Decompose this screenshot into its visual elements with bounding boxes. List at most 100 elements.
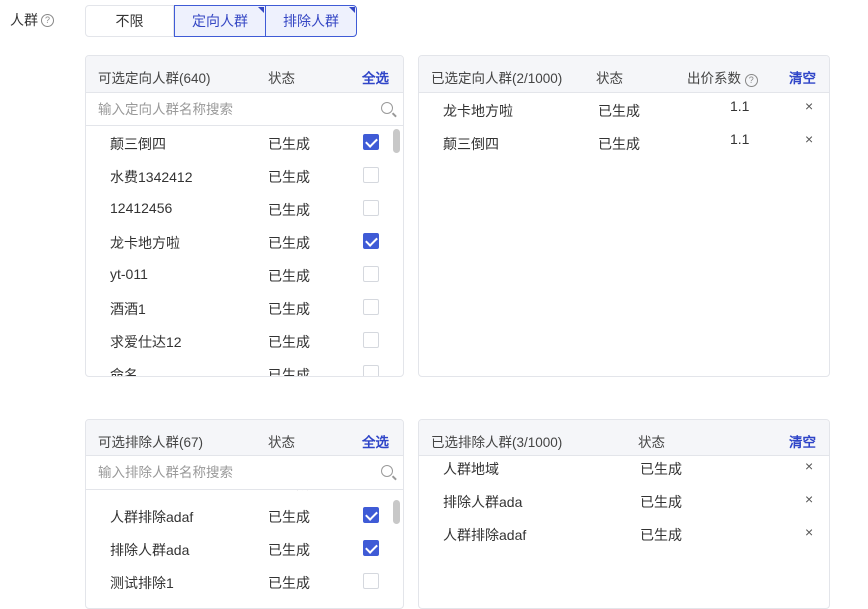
item-name: 水费1342412 bbox=[110, 169, 193, 185]
selected-item: 颠三倒四 已生成 1.1 × bbox=[419, 126, 829, 159]
checkbox[interactable] bbox=[363, 233, 379, 249]
remove-icon[interactable]: × bbox=[805, 458, 814, 474]
remove-icon[interactable]: × bbox=[805, 98, 814, 114]
search-icon[interactable] bbox=[381, 465, 393, 477]
item-name: 颠三倒四 bbox=[110, 136, 166, 152]
item-name: 龙卡地方啦 bbox=[110, 235, 180, 251]
selected-item: 龙卡地方啦 已生成 1.1 × bbox=[419, 93, 829, 126]
item-name: 人群地域 bbox=[443, 461, 499, 477]
item-status: 已生成 bbox=[598, 103, 640, 119]
remove-icon[interactable]: × bbox=[805, 491, 814, 507]
selected-item: 人群排除adaf 已生成 × bbox=[419, 522, 829, 555]
item-status: 已生成 bbox=[268, 202, 310, 218]
status-header: 状态 bbox=[268, 71, 295, 86]
item-status: 已生成 bbox=[268, 268, 310, 284]
target-search bbox=[86, 93, 403, 126]
item-status: 已生成 bbox=[598, 136, 640, 152]
item-name: 测试排除1 bbox=[110, 575, 174, 591]
list-item[interactable]: 龙卡地方啦 已生成 bbox=[86, 225, 403, 258]
list-item[interactable]: 测试排除1 已生成 bbox=[86, 565, 403, 598]
item-name: 人群排除adaf bbox=[110, 509, 194, 525]
item-name: 12412456 bbox=[110, 200, 173, 216]
item-status: 已生成 bbox=[268, 490, 310, 494]
target-search-input[interactable] bbox=[86, 93, 403, 125]
checkbox[interactable] bbox=[363, 266, 379, 282]
list-item[interactable]: 颠三倒四已生成 bbox=[86, 126, 403, 159]
item-status: 已生成 bbox=[268, 235, 310, 251]
list-item[interactable]: ssd已生成 bbox=[86, 490, 403, 499]
list-item[interactable]: 水费1342412 已生成 bbox=[86, 159, 403, 192]
list-item[interactable]: 12412456 已生成 bbox=[86, 192, 403, 225]
item-status: 已生成 bbox=[268, 367, 310, 376]
select-all-link[interactable]: 全选 bbox=[362, 435, 389, 450]
audience-segmented-control: 不限 定向人群 排除人群 bbox=[85, 5, 357, 37]
remove-icon[interactable]: × bbox=[805, 524, 814, 540]
item-status: 已生成 bbox=[268, 575, 310, 591]
panel-title: 已选定向人群(2/1000) bbox=[431, 71, 563, 86]
checkbox[interactable] bbox=[363, 365, 379, 376]
selected-item: 排除人群ada 已生成 × bbox=[419, 489, 829, 522]
select-all-link[interactable]: 全选 bbox=[362, 71, 389, 86]
list-item[interactable]: 求爱仕达12 已生成 bbox=[86, 324, 403, 357]
checkbox[interactable] bbox=[363, 134, 379, 150]
segment-unlimited[interactable]: 不限 bbox=[85, 5, 174, 37]
checkbox[interactable] bbox=[363, 573, 379, 589]
panel-title: 可选排除人群(67) bbox=[98, 435, 204, 450]
panel-title: 可选定向人群(640) bbox=[98, 71, 211, 86]
exclude-available-list: ssd已生成人群排除adaf已生成排除人群ada已生成测试排除1已生成 bbox=[86, 490, 403, 608]
selected-item: 人群地域 已生成 × bbox=[419, 456, 829, 489]
clear-link[interactable]: 清空 bbox=[789, 435, 816, 450]
exclude-search bbox=[86, 456, 403, 490]
status-header: 状态 bbox=[596, 71, 623, 86]
segment-target[interactable]: 定向人群 bbox=[174, 5, 266, 37]
item-status: 已生成 bbox=[268, 509, 310, 525]
list-item[interactable]: 命名已生成 bbox=[86, 357, 403, 376]
checkbox[interactable] bbox=[363, 332, 379, 348]
list-item[interactable]: 人群排除adaf 已生成 bbox=[86, 499, 403, 532]
scrollbar[interactable] bbox=[393, 500, 400, 524]
exclude-search-input[interactable] bbox=[86, 456, 403, 489]
list-item[interactable]: 排除人群ada 已生成 bbox=[86, 532, 403, 565]
checkbox[interactable] bbox=[363, 167, 379, 183]
status-header: 状态 bbox=[268, 435, 295, 450]
item-status: 已生成 bbox=[268, 334, 310, 350]
item-status: 已生成 bbox=[268, 542, 310, 558]
help-icon[interactable]: ? bbox=[744, 73, 758, 87]
item-name: 求爱仕达12 bbox=[110, 334, 182, 350]
list-item[interactable]: 酒酒1 已生成 bbox=[86, 291, 403, 324]
help-icon[interactable]: ? bbox=[41, 13, 54, 27]
item-name: 排除人群ada bbox=[110, 542, 190, 558]
status-header: 状态 bbox=[638, 435, 665, 450]
audience-label: 人群? bbox=[10, 10, 54, 30]
panel-title: 已选排除人群(3/1000) bbox=[431, 435, 563, 450]
item-status: 已生成 bbox=[268, 301, 310, 317]
item-name: 排除人群ada bbox=[443, 494, 523, 510]
checkbox[interactable] bbox=[363, 299, 379, 315]
item-name: 颠三倒四 bbox=[443, 136, 499, 152]
remove-icon[interactable]: × bbox=[805, 131, 814, 147]
checkbox[interactable] bbox=[363, 507, 379, 523]
checkbox[interactable] bbox=[363, 540, 379, 556]
item-status: 已生成 bbox=[640, 461, 682, 477]
bid-value[interactable]: 1.1 bbox=[730, 98, 750, 114]
item-name: 酒酒1 bbox=[110, 301, 146, 317]
item-status: 已生成 bbox=[640, 494, 682, 510]
item-name: 龙卡地方啦 bbox=[443, 103, 513, 119]
bid-value[interactable]: 1.1 bbox=[730, 131, 750, 147]
segment-exclude[interactable]: 排除人群 bbox=[265, 5, 357, 37]
item-status: 已生成 bbox=[268, 169, 310, 185]
checkbox[interactable] bbox=[363, 200, 379, 216]
item-name: 人群排除adaf bbox=[443, 527, 527, 543]
search-icon[interactable] bbox=[381, 102, 393, 114]
clear-link[interactable]: 清空 bbox=[789, 71, 816, 86]
item-status: 已生成 bbox=[640, 527, 682, 543]
scrollbar[interactable] bbox=[393, 129, 400, 153]
